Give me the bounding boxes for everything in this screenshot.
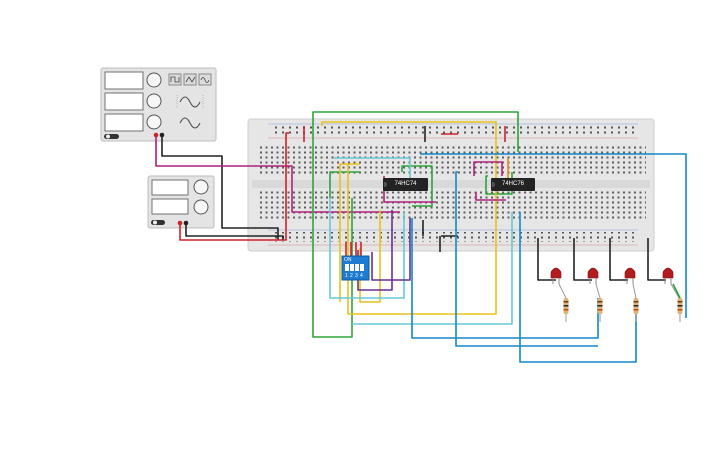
ps-terminal-negative[interactable] xyxy=(183,220,189,226)
knob-current[interactable] xyxy=(193,199,209,215)
wire-cyan[interactable] xyxy=(329,198,405,299)
display-frequency xyxy=(104,71,144,90)
terminal-strip-lower xyxy=(258,190,646,220)
wires xyxy=(155,111,687,363)
knob-amplitude[interactable] xyxy=(146,93,162,109)
wire-led1-gnd[interactable] xyxy=(537,238,556,281)
led-4 xyxy=(662,267,674,284)
wire-fg-signal[interactable] xyxy=(155,137,400,213)
terminal-strip-upper xyxy=(258,146,646,176)
fg-terminal-negative[interactable] xyxy=(159,132,165,138)
wire-led3-gnd[interactable] xyxy=(609,238,628,281)
resistor-4 xyxy=(670,283,683,314)
dip-switch-4[interactable] xyxy=(360,264,364,271)
wire-yellow[interactable] xyxy=(321,121,497,315)
sine-output-icon xyxy=(179,117,201,129)
wire-led4-gnd[interactable] xyxy=(647,238,666,281)
breadboard xyxy=(247,118,655,252)
bottom-power-rail xyxy=(270,232,636,242)
led-2 xyxy=(587,267,599,284)
dip-switch[interactable] xyxy=(341,255,370,281)
triangle-wave-icon[interactable] xyxy=(183,73,197,86)
power-supply xyxy=(147,175,215,229)
display-current xyxy=(151,198,189,215)
resistor-1 xyxy=(558,283,569,322)
resistor-2 xyxy=(595,283,603,314)
led-3 xyxy=(624,267,636,284)
dip-switch-1[interactable] xyxy=(345,264,349,271)
knob-frequency[interactable] xyxy=(146,72,162,88)
dip-switch-3[interactable] xyxy=(355,264,359,271)
wire-green-clock[interactable] xyxy=(312,111,519,152)
wire-blue[interactable] xyxy=(411,218,599,339)
wire-ps-positive[interactable] xyxy=(179,132,289,241)
square-wave-icon[interactable] xyxy=(168,73,182,86)
wire-ps-ground[interactable] xyxy=(185,225,284,240)
led-1 xyxy=(550,267,562,284)
display-amplitude xyxy=(104,92,144,111)
resistor-3 xyxy=(632,283,639,314)
knob-offset[interactable] xyxy=(146,114,162,130)
knob-voltage[interactable] xyxy=(193,179,209,195)
fg-terminal-positive[interactable] xyxy=(153,132,159,138)
ps-terminal-positive[interactable] xyxy=(177,220,183,226)
display-offset xyxy=(104,113,144,132)
top-power-rail xyxy=(270,126,636,136)
dip-switch-2[interactable] xyxy=(350,264,354,271)
wire-led2-gnd[interactable] xyxy=(573,238,592,281)
function-generator xyxy=(100,67,217,142)
sine-wave-icon[interactable] xyxy=(198,73,212,86)
wire-fg-ground[interactable] xyxy=(161,137,279,240)
waveform-display-icon xyxy=(179,96,201,108)
display-voltage xyxy=(151,179,189,196)
